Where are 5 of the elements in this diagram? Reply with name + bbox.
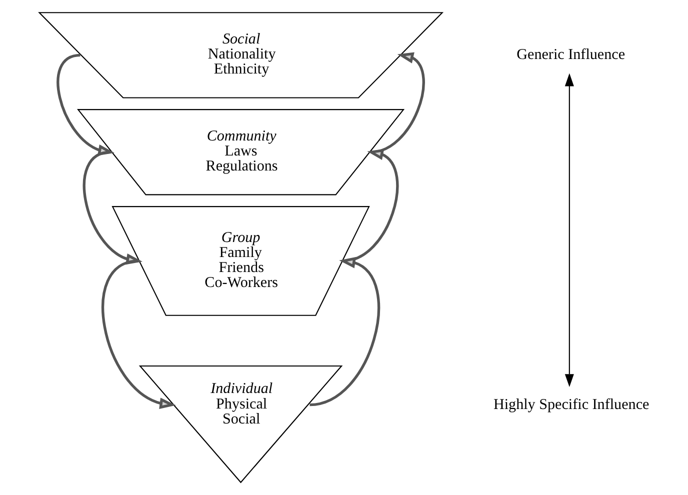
- arrow: [101, 260, 176, 409]
- node-text: Highly Specific Influence: [492, 396, 649, 413]
- arrow: [309, 257, 380, 406]
- node-text: Generic Influence: [516, 47, 625, 64]
- arrow: [564, 73, 574, 387]
